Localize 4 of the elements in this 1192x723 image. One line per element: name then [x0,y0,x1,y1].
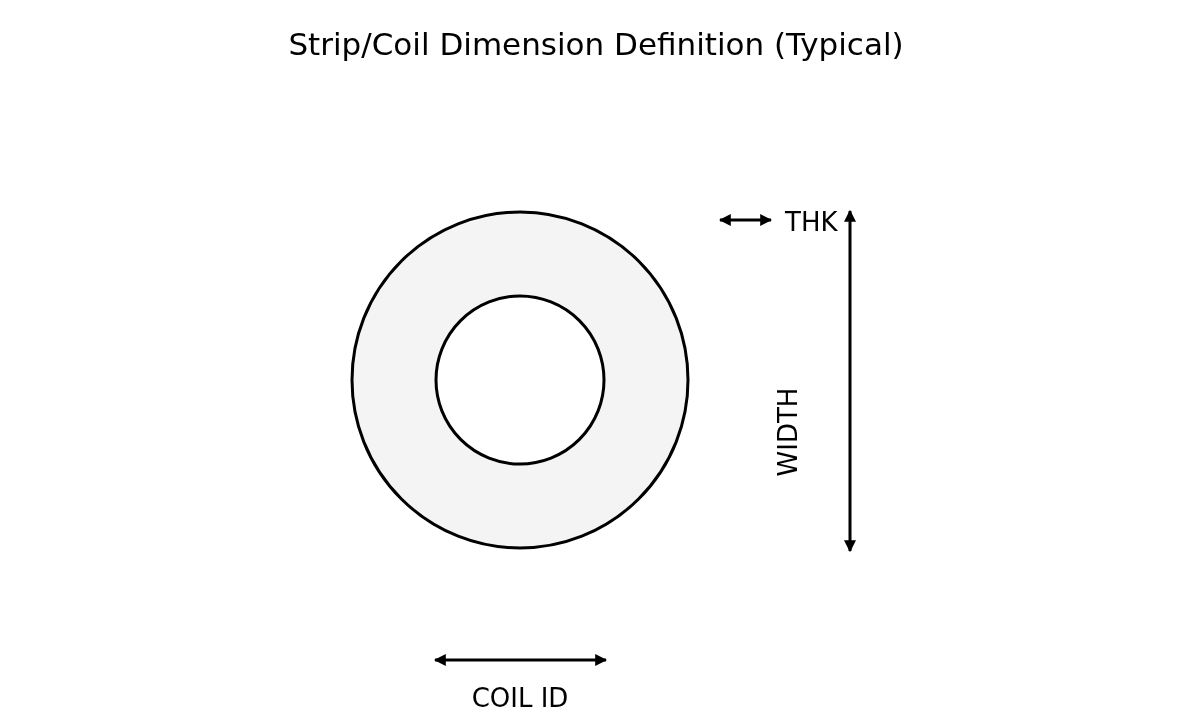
diagram-title: Strip/Coil Dimension Definition (Typical) [287,29,905,60]
width-label: WIDTH [775,387,801,477]
coil-id-label: COIL ID [471,685,569,711]
thickness-label: THK [785,209,838,235]
